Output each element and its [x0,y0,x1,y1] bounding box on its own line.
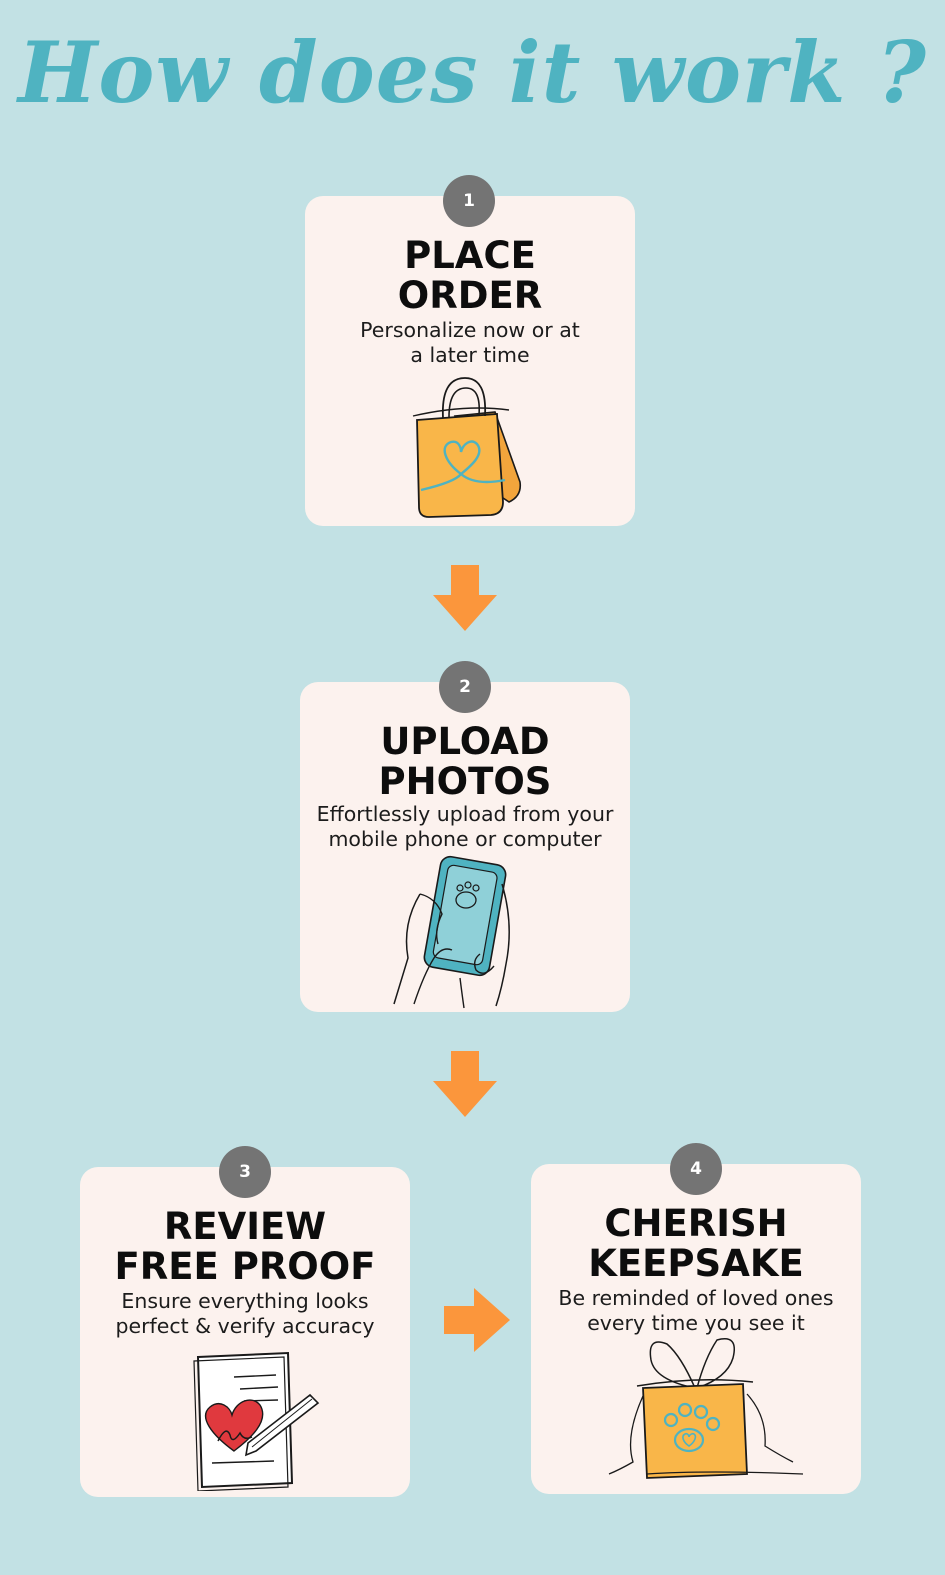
step-description: Be reminded of loved ones every time you… [558,1286,834,1335]
step-heading: REVIEW FREE PROOF [114,1205,376,1288]
step-card-place-order: PLACE ORDER Personalize now or at a late… [305,196,635,526]
step-card-cherish-keepsake: CHERISH KEEPSAKE Be reminded of loved on… [531,1164,861,1494]
arrow-right-icon [444,1288,510,1352]
step-number-badge: 2 [439,661,491,713]
arrow-down-icon [433,565,497,631]
step-number-badge: 4 [670,1143,722,1195]
gift-box-icon [608,1338,804,1479]
step-number-badge: 1 [443,175,495,227]
phone-in-hands-icon [393,855,510,1009]
step-card-upload-photos: UPLOAD PHOTOS Effortlessly upload from y… [300,682,630,1012]
proof-document-icon [193,1351,320,1491]
step-description: Ensure everything looks perfect & verify… [115,1289,375,1338]
arrow-down-icon [433,1051,497,1117]
step-card-review-free-proof: REVIEW FREE PROOF Ensure everything look… [80,1167,410,1497]
step-heading: UPLOAD PHOTOS [378,720,552,803]
step-heading: CHERISH KEEPSAKE [588,1202,804,1285]
step-number-badge: 3 [219,1146,271,1198]
step-description: Effortlessly upload from your mobile pho… [316,802,614,851]
step-description: Personalize now or at a later time [360,318,580,367]
step-heading: PLACE ORDER [397,234,543,317]
page-title: How does it work ? [18,23,927,122]
shopping-bag-icon [412,377,522,518]
